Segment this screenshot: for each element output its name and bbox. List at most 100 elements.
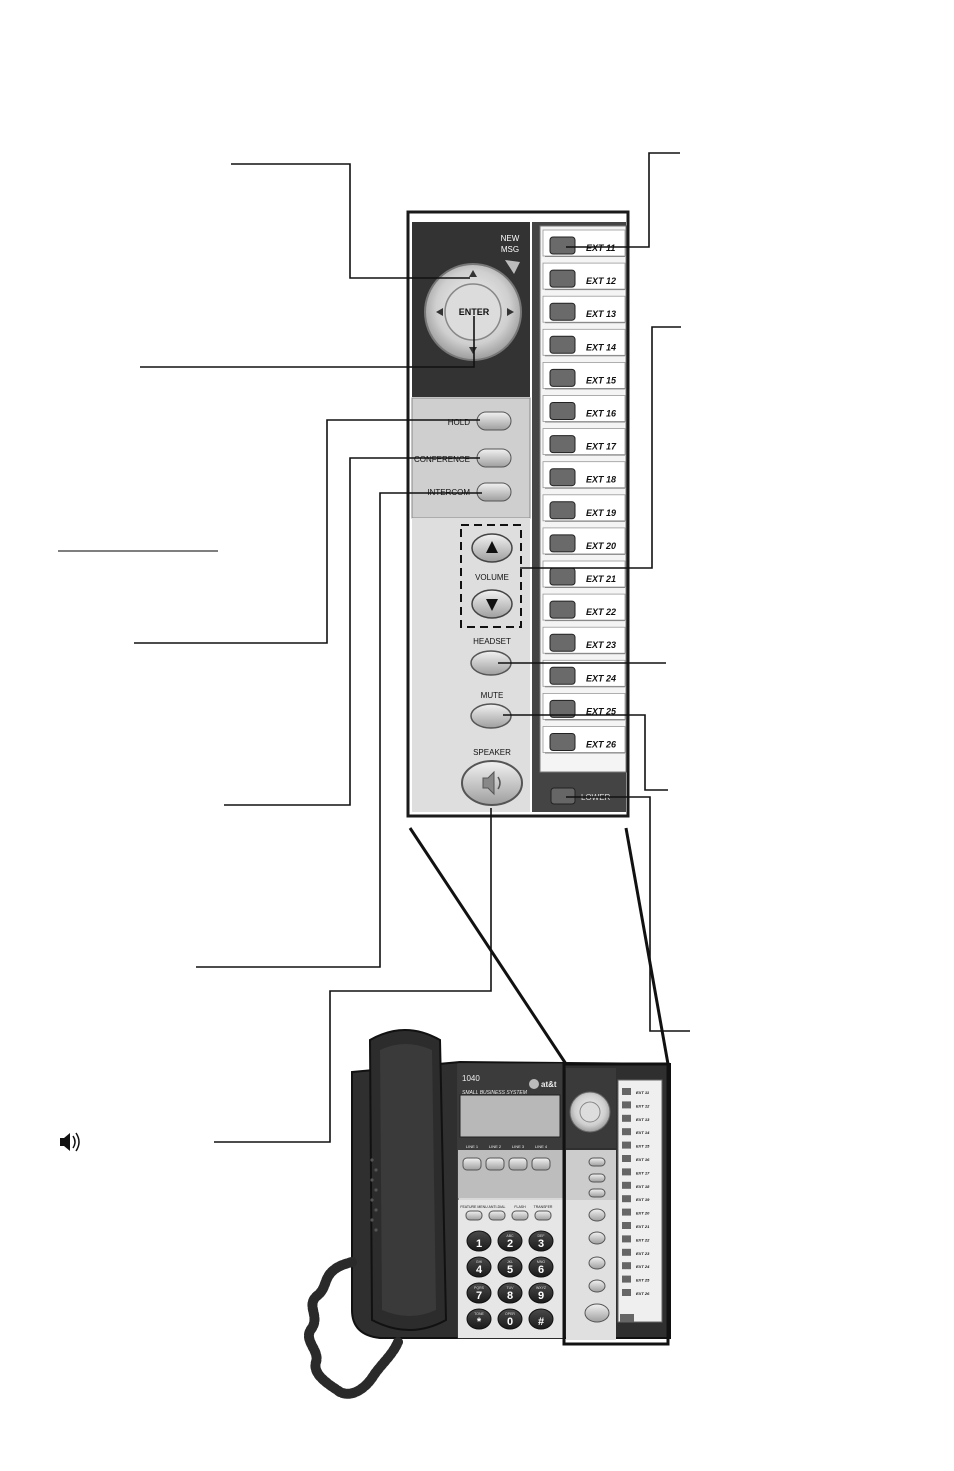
- mini-extension-label: EXT 25: [636, 1278, 650, 1283]
- keypad-key[interactable]: #: [528, 1308, 554, 1330]
- extension-key[interactable]: EXT 14: [542, 328, 626, 357]
- extension-key[interactable]: EXT 26: [542, 726, 626, 754]
- phone-small-panel: [562, 1062, 670, 1346]
- mini-extension-label: EXT 22: [636, 1237, 650, 1242]
- intercom-button[interactable]: [476, 482, 512, 502]
- extension-button[interactable]: [549, 733, 576, 751]
- line-key[interactable]: LINE 3: [508, 1144, 528, 1171]
- extension-label: EXT 17: [586, 442, 617, 452]
- callout-nav-up: [231, 163, 470, 279]
- extension-label: EXT 11: [586, 243, 615, 253]
- extension-key[interactable]: EXT 24: [542, 659, 626, 688]
- line-key[interactable]: LINE 4: [531, 1144, 551, 1171]
- extension-button[interactable]: [549, 567, 576, 586]
- navigation-pad[interactable]: ENTER: [424, 263, 522, 361]
- function-key[interactable]: FLASH: [511, 1205, 529, 1221]
- extension-key[interactable]: EXT 21: [542, 560, 626, 588]
- extension-button[interactable]: [549, 269, 576, 288]
- line-label: LINE 1: [466, 1144, 479, 1149]
- keypad-letters: MNO: [537, 1260, 545, 1264]
- callout-mute: [503, 714, 668, 791]
- volume-up-button[interactable]: [471, 533, 513, 563]
- callout-conference: [224, 457, 480, 806]
- extension-key[interactable]: EXT 22: [542, 593, 626, 622]
- extension-button[interactable]: [549, 666, 576, 685]
- extension-button[interactable]: [549, 501, 576, 520]
- mute-button[interactable]: [470, 703, 512, 729]
- mini-extension-label: EXT 26: [636, 1291, 650, 1296]
- conference-button[interactable]: [476, 448, 512, 468]
- mini-extension-key: EXT 16: [622, 1155, 650, 1162]
- left-arrow-icon[interactable]: [436, 308, 443, 316]
- extension-button[interactable]: [549, 534, 576, 553]
- line-key[interactable]: LINE 2: [485, 1144, 505, 1171]
- extension-key[interactable]: EXT 13: [542, 295, 626, 324]
- line-key[interactable]: LINE 1: [462, 1144, 482, 1171]
- extension-button[interactable]: [549, 302, 576, 321]
- keypad-digit: 2: [507, 1238, 513, 1250]
- headset-label: HEADSET: [473, 637, 511, 646]
- extension-key[interactable]: EXT 12: [542, 262, 626, 291]
- enter-button[interactable]: ENTER: [459, 307, 490, 317]
- line-label: LINE 4: [535, 1144, 548, 1149]
- mini-extension-label: EXT 17: [636, 1170, 650, 1175]
- line-keys: LINE 1 LINE 2 LINE 3 LINE 4: [462, 1144, 551, 1171]
- function-key[interactable]: FEATURE MENU: [460, 1205, 488, 1221]
- hold-button[interactable]: [476, 411, 512, 431]
- extension-button[interactable]: [549, 435, 576, 454]
- extension-key[interactable]: EXT 25: [542, 693, 626, 721]
- keypad-digit: 6: [538, 1264, 544, 1276]
- extension-key[interactable]: EXT 18: [542, 461, 626, 489]
- keypad-digit: 5: [507, 1264, 513, 1276]
- keypad-digit: 4: [476, 1264, 483, 1276]
- extension-button[interactable]: [549, 600, 576, 619]
- lower-button[interactable]: [550, 787, 576, 805]
- function-key[interactable]: TRANSFER: [534, 1205, 553, 1221]
- keypad-letters: ABC: [506, 1234, 514, 1238]
- right-arrow-icon[interactable]: [507, 308, 514, 316]
- extension-button[interactable]: [549, 468, 576, 487]
- extension-key[interactable]: EXT 17: [542, 428, 626, 456]
- keypad-letters: DEF: [538, 1234, 545, 1238]
- mini-extension-key: EXT 22: [622, 1235, 650, 1243]
- down-arrow-icon[interactable]: [469, 347, 477, 354]
- keypad-key[interactable]: TONE*: [466, 1308, 492, 1330]
- extension-key[interactable]: EXT 20: [542, 527, 626, 555]
- extension-key[interactable]: EXT 11: [542, 229, 626, 257]
- extension-label: EXT 22: [586, 607, 616, 617]
- extension-button[interactable]: [549, 368, 576, 387]
- extension-key[interactable]: EXT 23: [542, 626, 626, 655]
- speaker-button[interactable]: [461, 760, 523, 806]
- speaker-icon: [60, 1132, 80, 1152]
- line-label: LINE 3: [512, 1144, 525, 1149]
- mini-extension-label: EXT 24: [636, 1264, 650, 1269]
- extension-button[interactable]: [549, 699, 576, 718]
- keypad-key[interactable]: 1: [466, 1230, 492, 1252]
- volume-down-button[interactable]: [471, 589, 513, 619]
- extension-key[interactable]: EXT 15: [542, 361, 626, 390]
- function-key[interactable]: ANTI-DIAL: [488, 1205, 506, 1221]
- keypad-letters: GHI: [476, 1260, 482, 1264]
- extension-button[interactable]: [549, 402, 576, 420]
- up-arrow-icon[interactable]: [469, 270, 477, 277]
- extension-label: EXT 12: [586, 276, 616, 286]
- extension-key[interactable]: EXT 19: [542, 494, 626, 522]
- keypad-digit: 9: [538, 1290, 544, 1302]
- extension-button[interactable]: [549, 236, 576, 255]
- extension-key[interactable]: EXT 16: [542, 395, 626, 423]
- mini-extension-label: EXT 16: [636, 1157, 650, 1162]
- extension-button[interactable]: [549, 335, 576, 354]
- extension-label: EXT 20: [586, 541, 616, 551]
- extension-button[interactable]: [549, 633, 576, 652]
- keypad-letters: PQRS: [474, 1286, 485, 1290]
